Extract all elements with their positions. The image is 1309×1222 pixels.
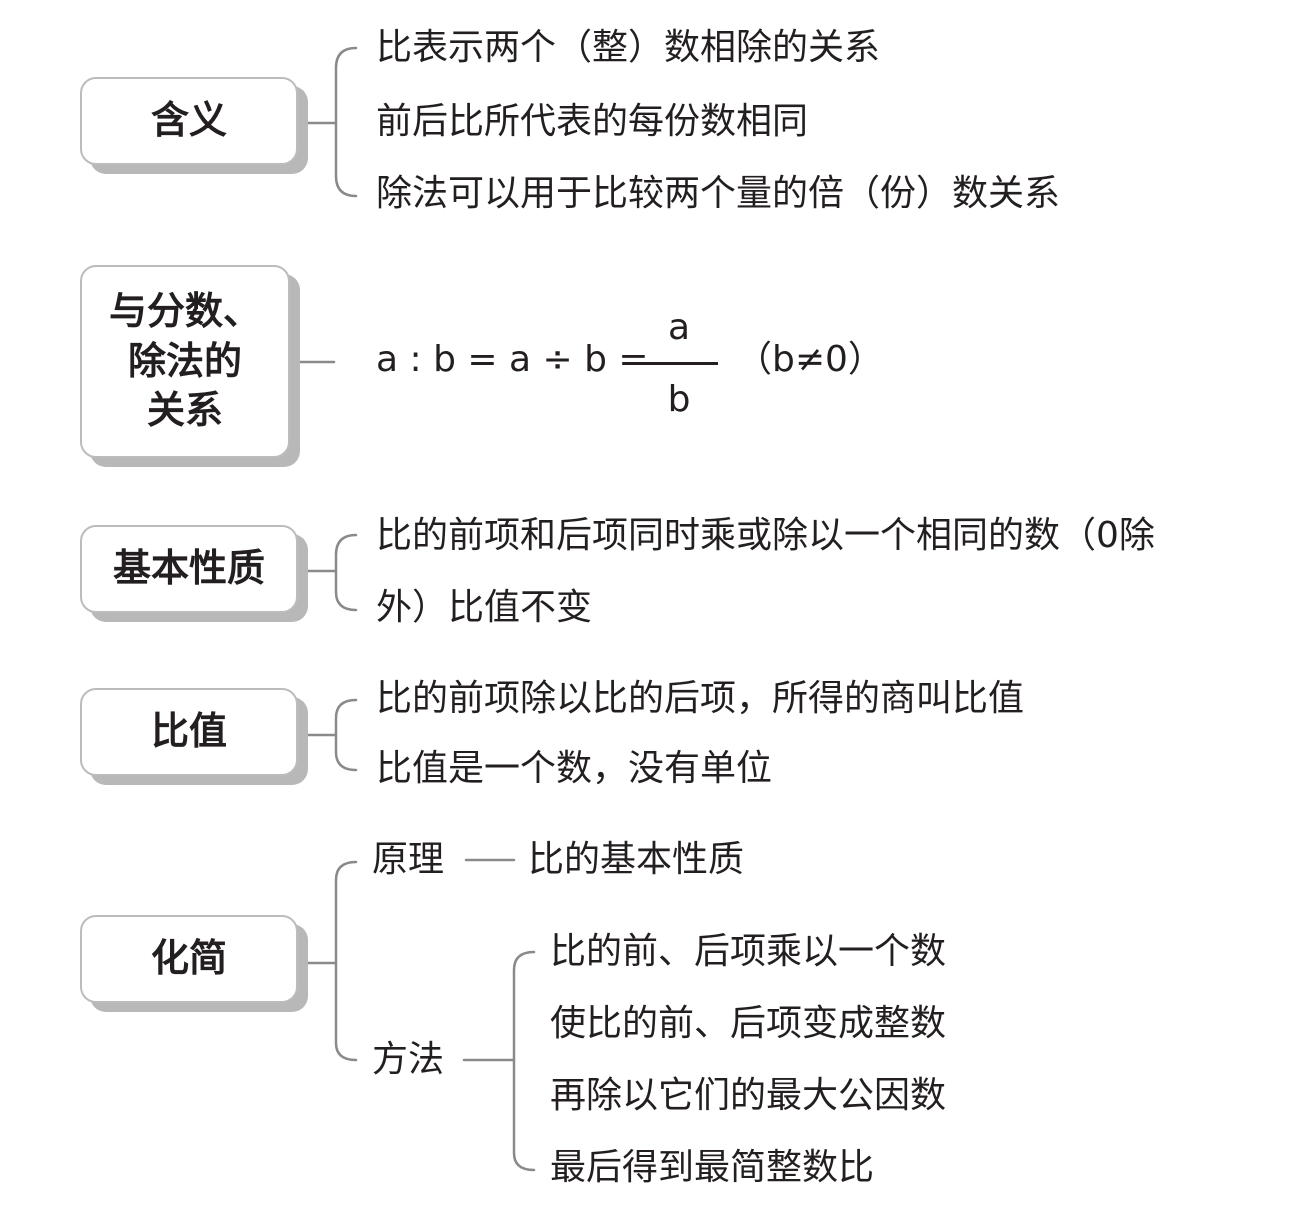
method-step: 再除以它们的最大公因数 [550, 1075, 947, 1116]
method-step: 比的前、后项乘以一个数 [550, 931, 947, 972]
relation-title-line-1: 与分数、 [108, 289, 261, 334]
simplify-box: 化简 [80, 915, 298, 1003]
formula-condition: （b≠0） [736, 339, 884, 380]
ratio-value-title: 比值 [150, 709, 227, 754]
fraction-numerator: a [667, 307, 691, 348]
simplify-title: 化简 [150, 936, 227, 981]
meaning-item: 比表示两个（整）数相除的关系 [376, 27, 881, 68]
formula-left-side: a : b = a ÷ b = [376, 339, 649, 380]
method-step: 使比的前、后项变成整数 [550, 1003, 947, 1044]
ratio-value-item: 比的前项除以比的后项，所得的商叫比值 [376, 678, 1025, 719]
principle-label: 原理 [372, 839, 445, 880]
ratio-value-item: 比值是一个数，没有单位 [376, 748, 773, 789]
property-connector [298, 533, 358, 612]
meaning-item: 除法可以用于比较两个量的倍（份）数关系 [376, 173, 1061, 214]
method-label: 方法 [372, 1039, 445, 1080]
relation-title-line-3: 关系 [146, 388, 223, 433]
meaning-title: 含义 [150, 98, 227, 143]
ratio-value-box: 比值 [80, 688, 298, 776]
property-title: 基本性质 [112, 546, 265, 591]
principle-value: 比的基本性质 [528, 839, 745, 880]
fraction-denominator: b [667, 379, 691, 420]
method-step: 最后得到最简整数比 [550, 1147, 875, 1188]
fraction-bar [640, 362, 718, 365]
meaning-item: 前后比所代表的每份数相同 [376, 101, 809, 142]
simplify-connector [298, 860, 358, 1062]
property-text-line: 外）比值不变 [376, 587, 593, 628]
ratio-connector [298, 698, 358, 772]
meaning-connector [298, 46, 358, 198]
method-connector [462, 950, 536, 1172]
relation-box: 与分数、 除法的 关系 [80, 265, 290, 458]
meaning-box: 含义 [80, 77, 298, 165]
relation-title-line-2: 除法的 [127, 338, 242, 383]
property-text-line: 比的前项和后项同时乘或除以一个相同的数（0除 [376, 515, 1155, 556]
property-box: 基本性质 [80, 525, 298, 613]
